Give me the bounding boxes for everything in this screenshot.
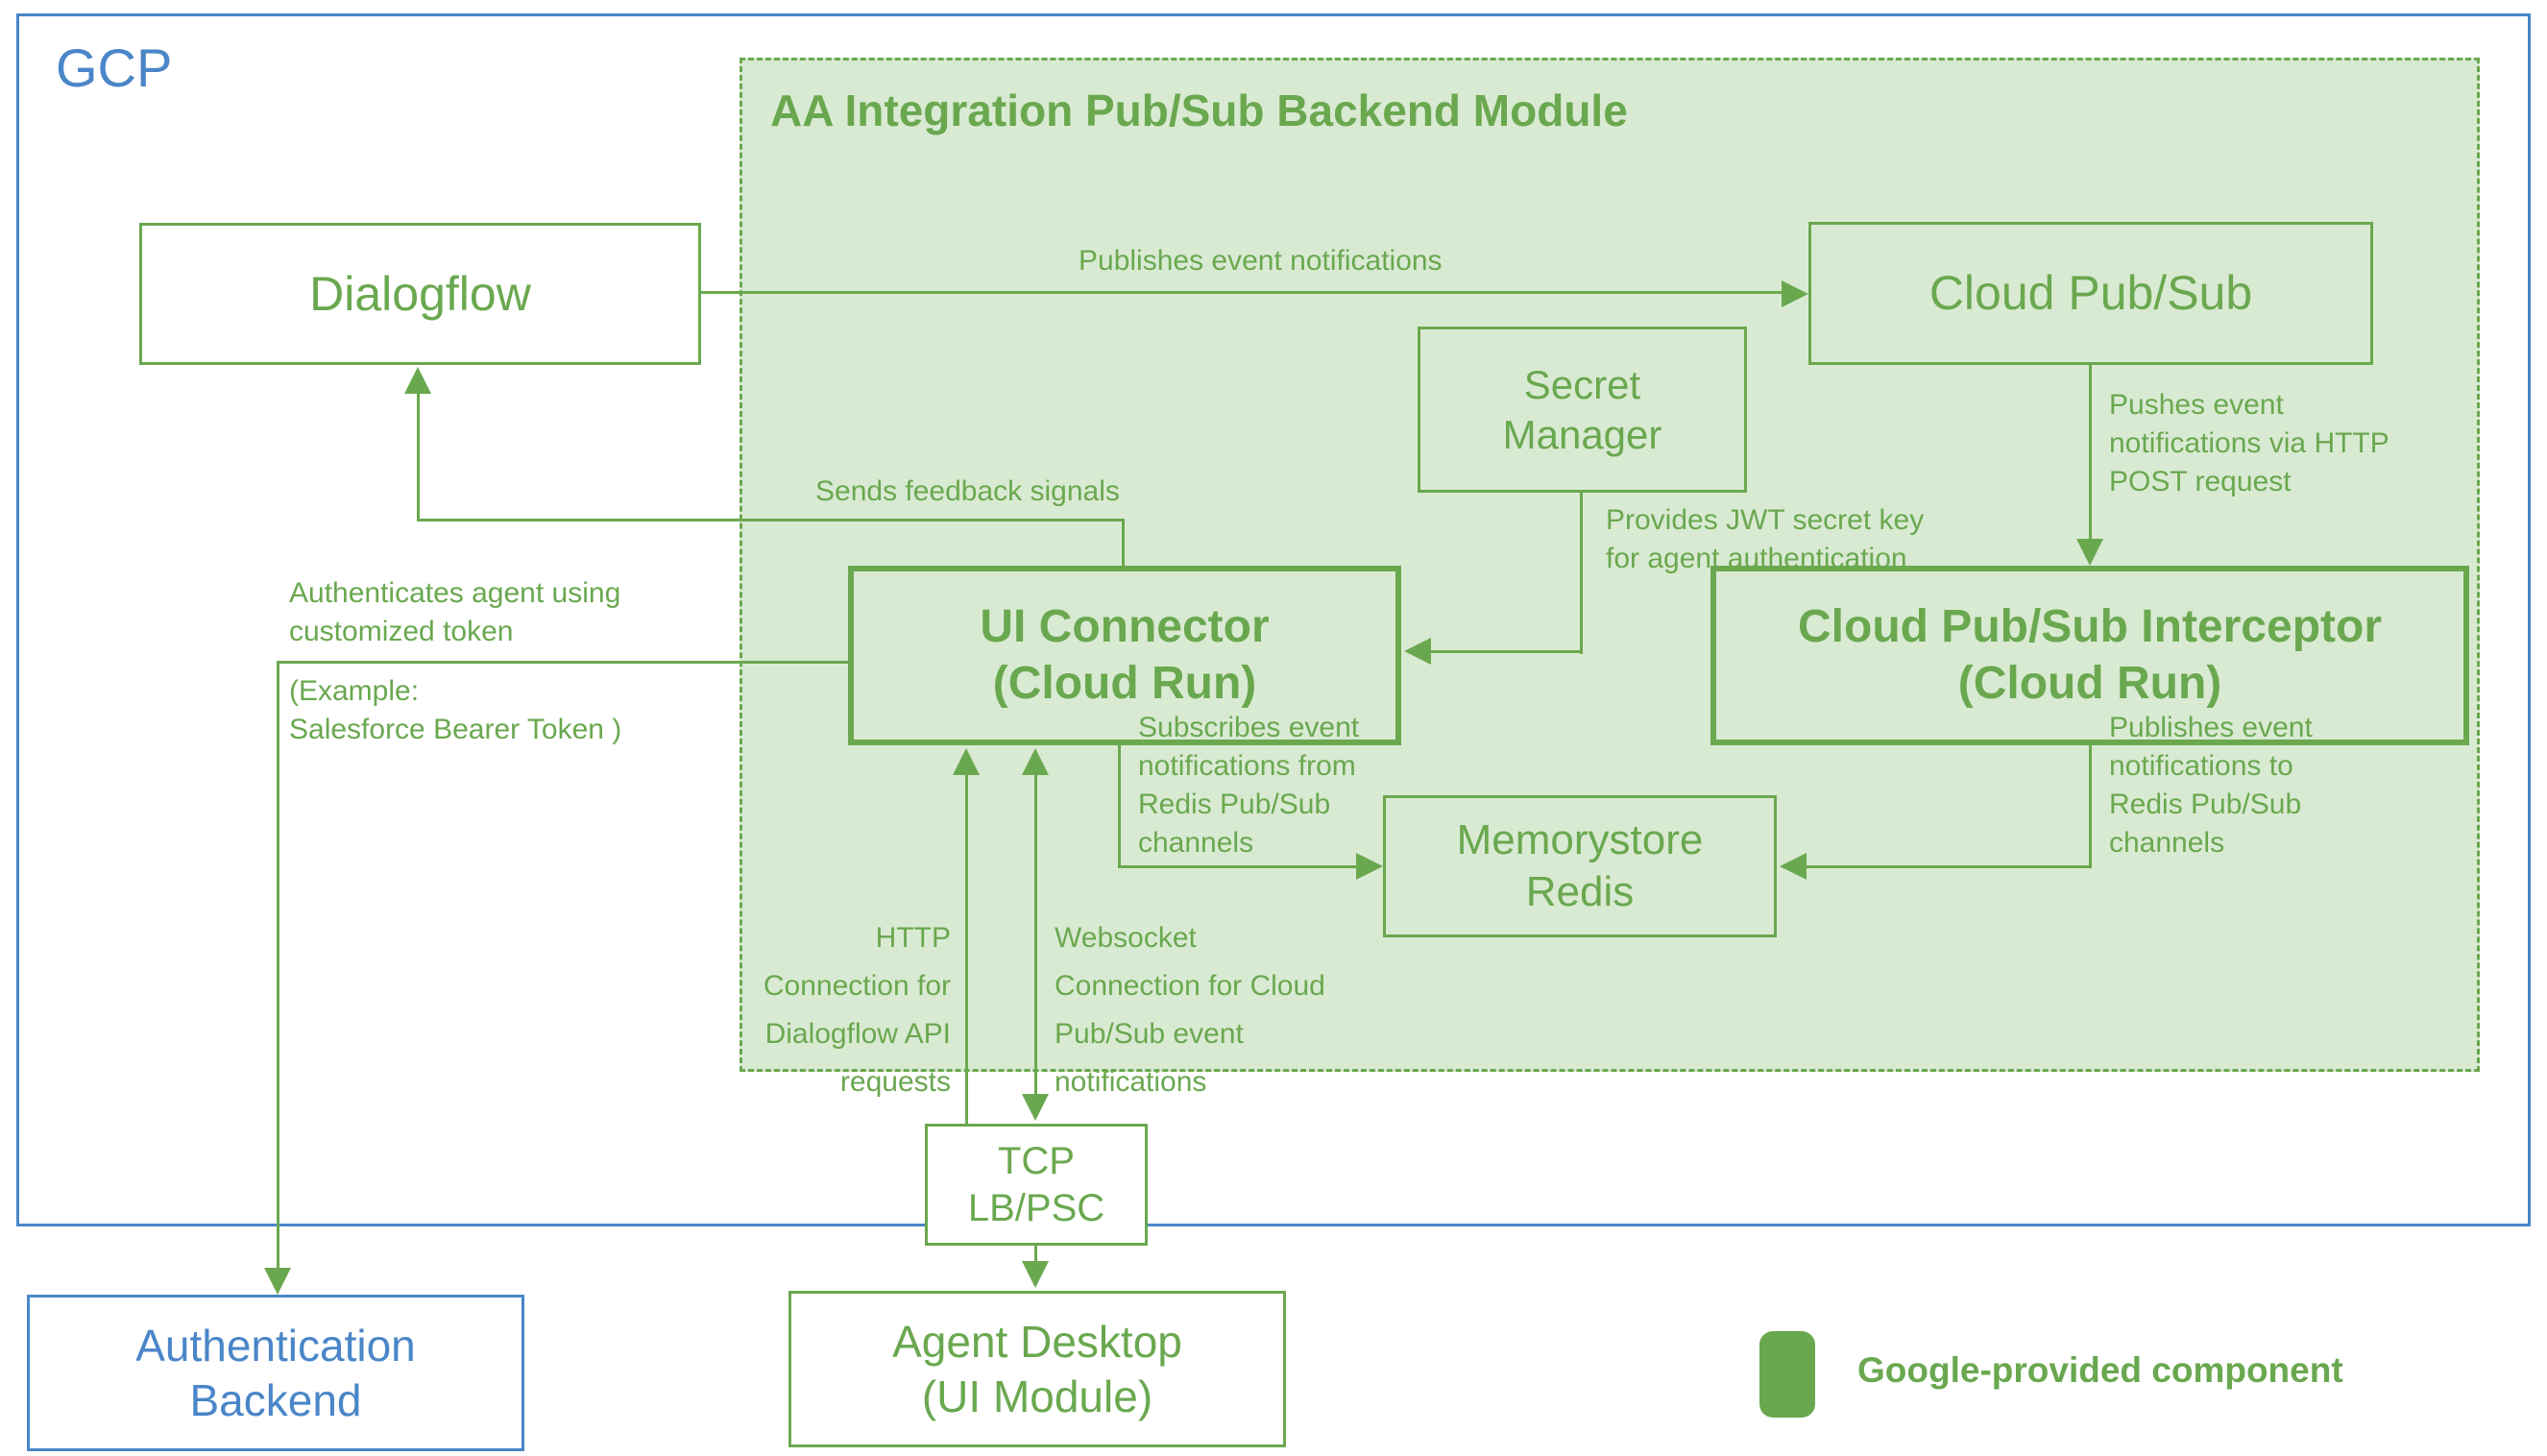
arrowhead-websocket-into-tcp-lb <box>1022 1094 1049 1121</box>
node-cloud-pubsub: Cloud Pub/Sub <box>1808 222 2373 365</box>
pubsub-backend-module-title: AA Integration Pub/Sub Backend Module <box>770 85 1628 135</box>
edge-push-post-line <box>2089 365 2092 543</box>
edge-push-post-label: Pushes event notifications via HTTP POST… <box>2109 389 2389 497</box>
edge-http-line <box>965 766 968 1124</box>
edge-http-label: HTTP Connection for Dialogflow API reque… <box>763 922 951 1098</box>
edge-feedback-label: Sends feedback signals <box>815 475 1120 507</box>
arrowhead-into-auth-backend <box>264 1268 291 1295</box>
edge-auth-label: Authenticates agent using customized tok… <box>289 577 621 647</box>
node-dialogflow: Dialogflow <box>139 223 701 365</box>
edge-jwt-label: Provides JWT secret key for agent authen… <box>1606 504 1925 574</box>
edge-auth-line-h <box>278 661 848 664</box>
edge-publishes-redis-line-h <box>1783 865 2092 868</box>
legend-google-component-swatch <box>1759 1331 1815 1418</box>
edge-websocket-line <box>1034 766 1037 1098</box>
arrowhead-into-ui-connector-right <box>1404 638 1431 665</box>
node-secret-manager: Secret Manager <box>1418 327 1747 493</box>
edge-publishes-redis-line-v <box>2089 745 2092 868</box>
node-authentication-backend: Authentication Backend <box>27 1295 524 1451</box>
arrowhead-into-cloud-pubsub <box>1782 280 1808 307</box>
edge-subscribes-line-h <box>1118 865 1360 868</box>
arrowhead-into-memorystore-right <box>1780 853 1807 880</box>
node-agent-desktop: Agent Desktop (UI Module) <box>788 1291 1286 1447</box>
edge-jwt-line-v <box>1580 493 1583 654</box>
gcp-label: GCP <box>56 37 173 98</box>
arrowhead-into-agent-desktop <box>1022 1261 1049 1288</box>
edge-auth-example-label: (Example: Salesforce Bearer Token ) <box>289 675 622 745</box>
edge-feedback-line-v1 <box>1122 519 1125 569</box>
node-cloud-pubsub-interceptor: Cloud Pub/Sub Interceptor (Cloud Run) <box>1710 566 2469 745</box>
edge-feedback-line-h <box>417 519 1125 522</box>
edge-websocket-label: Websocket Connection for Cloud Pub/Sub e… <box>1055 922 1325 1098</box>
edge-publishes-events-line <box>701 291 1796 294</box>
arrowhead-into-dialogflow <box>404 367 431 394</box>
edge-subscribes-line-v <box>1118 745 1121 868</box>
edge-auth-line-v <box>277 661 279 1272</box>
edge-feedback-line-v2 <box>417 384 420 522</box>
edge-tcp-to-desktop-line <box>1034 1246 1037 1265</box>
edge-jwt-line-h <box>1423 650 1583 653</box>
node-ui-connector: UI Connector (Cloud Run) <box>848 566 1401 745</box>
node-memorystore-redis: Memorystore Redis <box>1383 795 1777 937</box>
edge-subscribes-label: Subscribes event notifications from Redi… <box>1138 712 1360 859</box>
arrowhead-into-interceptor <box>2076 539 2103 566</box>
arrowhead-websocket-into-ui-connector <box>1022 748 1049 775</box>
edge-publishes-events-label: Publishes event notifications <box>1079 245 1443 277</box>
node-tcp-lb-psc: TCP LB/PSC <box>925 1124 1148 1246</box>
pubsub-backend-module-box <box>740 58 2480 1072</box>
edge-publishes-redis-label: Publishes event notifications to Redis P… <box>2109 712 2313 859</box>
arrowhead-into-memorystore-left <box>1356 853 1383 880</box>
legend-google-component-label: Google-provided component <box>1857 1350 2343 1390</box>
arrowhead-http-into-ui-connector <box>953 748 980 775</box>
